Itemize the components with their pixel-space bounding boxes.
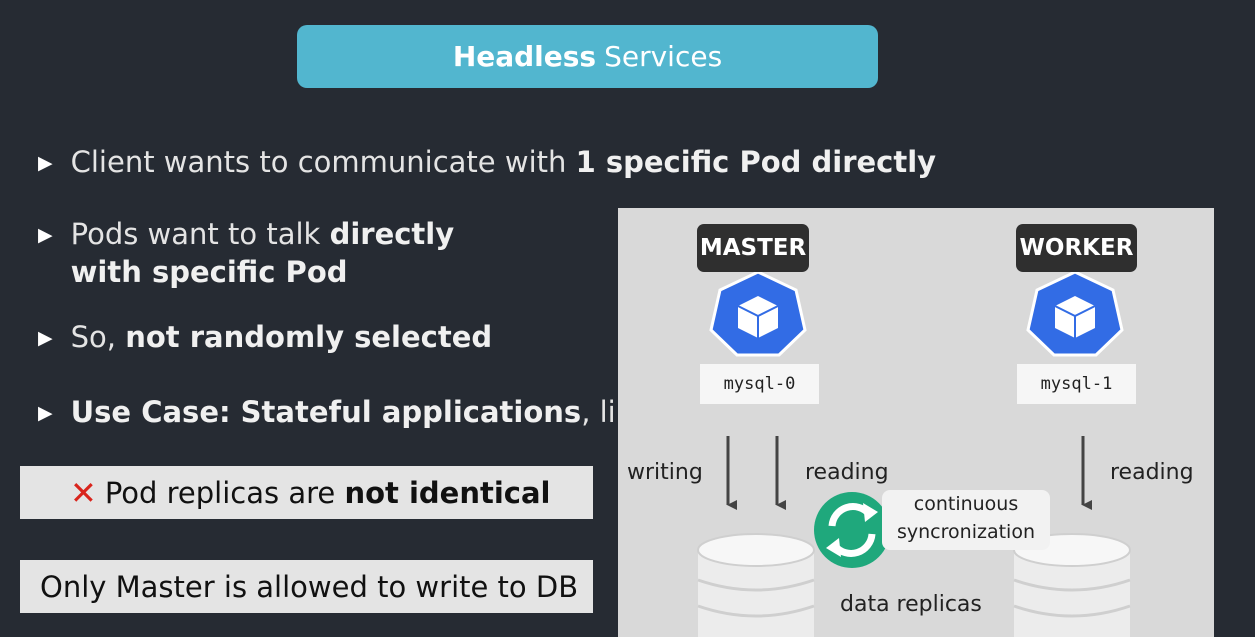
bullet-arrow-icon: ▶: [38, 152, 53, 174]
title-bold: Headless: [452, 40, 597, 73]
box2-text: Only Master is allowed to write to DB: [40, 569, 579, 604]
bullet-1: ▶ Client wants to communicate with 1 spe…: [38, 143, 936, 182]
bullet-3-text: So, not randomly selected: [71, 318, 493, 356]
x-mark-icon: ✕: [70, 473, 97, 512]
sync-icon: [814, 492, 890, 568]
bullet-1-pre: Client wants to communicate with: [70, 145, 576, 179]
bullet-1-bold: 1 specific Pod directly: [575, 145, 937, 179]
bullet-2-pre: Pods want to talk: [70, 217, 330, 251]
worker-label: WORKER: [1016, 224, 1137, 272]
sync-line-2: syncronization: [897, 521, 1035, 543]
bullet-arrow-icon: ▶: [38, 327, 53, 349]
box1-pre: Pod replicas are: [104, 475, 336, 510]
title-rest: Services: [604, 40, 723, 73]
bullet-arrow-icon: ▶: [38, 402, 53, 424]
bullet-1-text: Client wants to communicate with 1 speci…: [71, 143, 936, 181]
bullet-2-bold: directly: [329, 217, 455, 251]
bullet-2-line2: with specific Pod: [70, 255, 348, 289]
worker-pod-icon: [1026, 270, 1124, 357]
reading-label-worker: reading: [1110, 460, 1194, 485]
master-pod-name: mysql-0: [700, 364, 819, 404]
data-replicas-label: data replicas: [840, 592, 982, 617]
master-write-box: Only Master is allowed to write to DB: [20, 560, 593, 613]
bullet-3-bold: not randomly selected: [125, 320, 493, 354]
reading-label-master: reading: [805, 460, 889, 485]
bullet-arrow-icon: ▶: [38, 224, 53, 246]
bullet-3-pre: So,: [70, 320, 126, 354]
bullet-4-bold: Use Case: Stateful applications: [70, 395, 582, 429]
master-label: MASTER: [697, 224, 809, 272]
box1-bold: not identical: [344, 475, 551, 510]
slide-title: Headless Services: [297, 25, 878, 88]
bullet-4-text: Use Case: Stateful applications, like: [71, 393, 650, 431]
sync-label: continuous syncronization: [882, 490, 1050, 550]
bullet-3: ▶ So, not randomly selected: [38, 318, 492, 357]
worker-pod-name: mysql-1: [1017, 364, 1136, 404]
not-identical-box: ✕ Pod replicas are not identical: [20, 466, 593, 519]
writing-label: writing: [627, 460, 703, 485]
bullet-2-text: Pods want to talk directly with specific…: [71, 215, 455, 291]
bullet-2: ▶ Pods want to talk directly with specif…: [38, 215, 454, 291]
master-pod-icon: [709, 270, 807, 357]
bullet-4: ▶ Use Case: Stateful applications, like: [38, 393, 649, 432]
master-database-icon: [697, 533, 815, 637]
sync-line-1: continuous: [913, 493, 1019, 515]
